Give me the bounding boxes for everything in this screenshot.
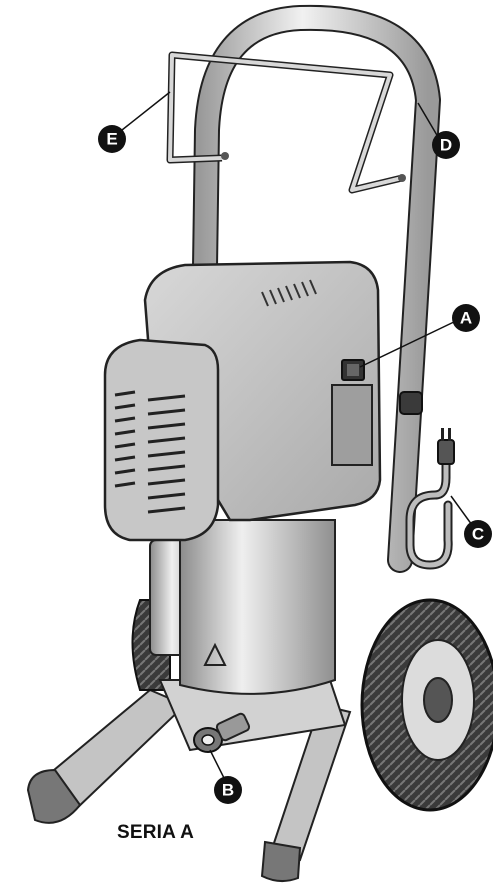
right-wheel	[360, 598, 493, 812]
callout-b: B	[214, 776, 242, 804]
fluid-outlet-fitting	[193, 712, 251, 753]
svg-text:D: D	[440, 136, 452, 155]
svg-text:C: C	[472, 525, 484, 544]
power-switch	[341, 359, 365, 381]
cart-handle-frame	[187, 4, 441, 623]
svg-text:A: A	[460, 309, 472, 328]
svg-text:E: E	[106, 130, 117, 149]
cart-base-left-leg	[26, 688, 187, 824]
callout-c: C	[464, 520, 492, 548]
svg-text:B: B	[222, 781, 234, 800]
callout-e: E	[98, 125, 126, 153]
leader-lines	[121, 91, 473, 783]
hose-rack-handle	[166, 51, 406, 194]
frame-knob	[399, 391, 423, 415]
callout-d: D	[432, 131, 460, 159]
series-caption: SERIA A	[117, 822, 195, 843]
pump-lower-assembly	[149, 519, 336, 695]
power-cord	[405, 428, 455, 570]
motor-housing	[103, 260, 382, 542]
callout-a: A	[452, 304, 480, 332]
